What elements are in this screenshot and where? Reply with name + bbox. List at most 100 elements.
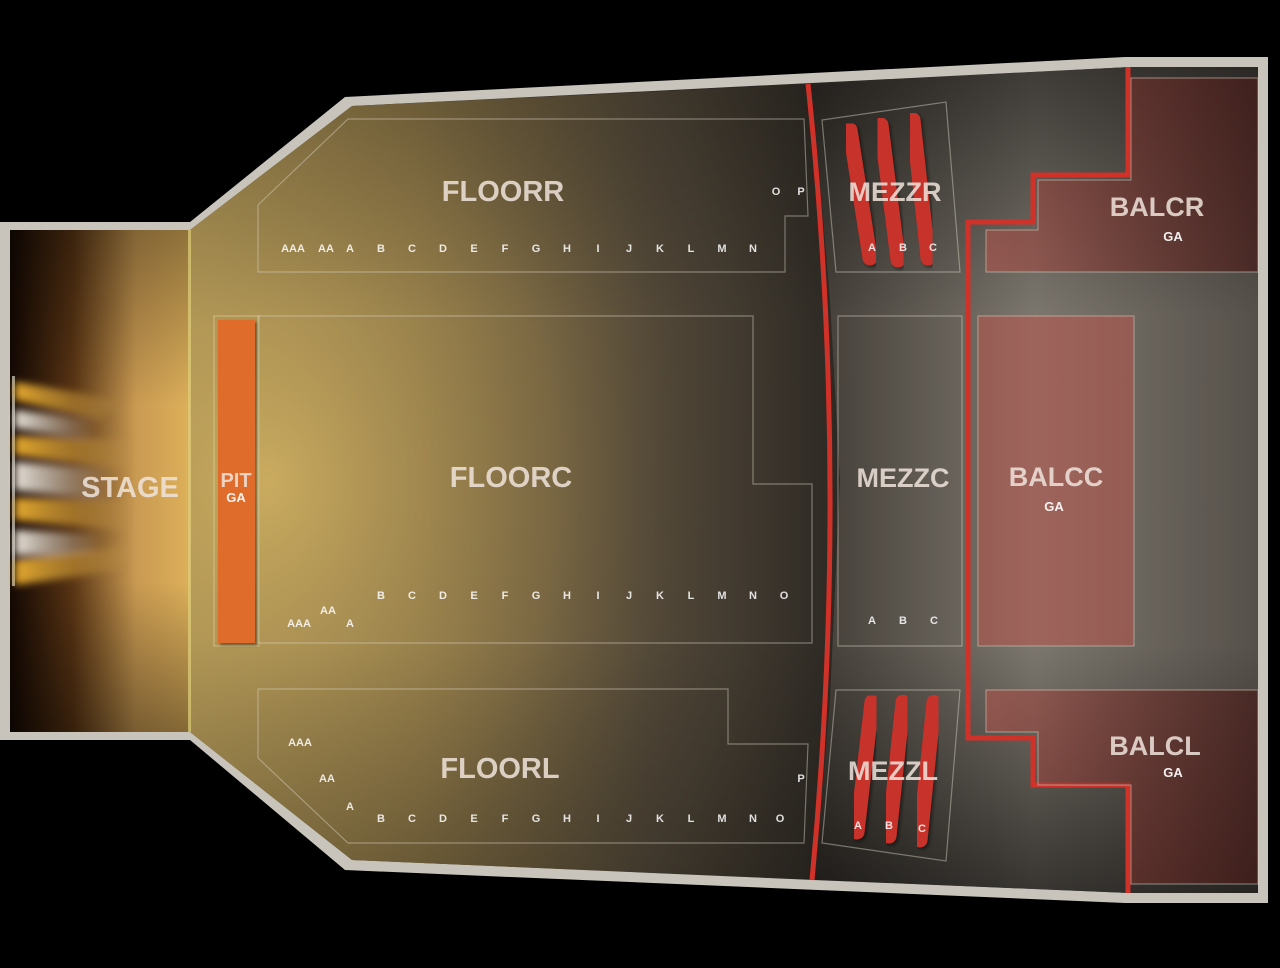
main-floor [190,84,840,880]
seat-row[interactable]: M [716,698,728,837]
seat-row[interactable]: O [778,498,790,609]
row-label: H [563,590,571,602]
seat-row[interactable]: A [344,126,356,268]
row-label: H [563,243,571,255]
row-label: E [470,243,477,255]
seat-row[interactable]: G [530,353,542,609]
seat-row[interactable]: J [623,126,635,268]
seat-row[interactable]: N [747,498,759,609]
seat-row[interactable]: A [849,694,880,840]
row-label: N [749,590,757,602]
seat-row[interactable]: O [770,126,782,211]
seat-row[interactable]: L [685,353,697,609]
seat-row[interactable]: K [654,353,666,609]
seat-row[interactable]: AAA [282,698,312,758]
row-label: C [408,590,416,602]
balcl-label: BALCL [1109,731,1200,761]
row-label: L [688,243,695,255]
seat-row[interactable]: N [747,698,759,837]
seat-row[interactable]: C [406,126,418,268]
seat-row[interactable]: G [530,698,542,837]
seat-row[interactable]: L [685,126,697,268]
seat-row[interactable]: G [530,126,542,268]
seat-row[interactable]: A [344,698,356,823]
seat-row[interactable]: C [406,698,418,837]
seat-row[interactable]: C [905,112,937,266]
seat-row[interactable]: I [592,353,604,609]
row-label: AA [319,773,335,785]
seat-row[interactable]: A [344,326,356,636]
section-balcr[interactable]: BALCR GA [985,77,1259,273]
row-label: A [868,615,876,627]
seat-row[interactable]: I [592,698,604,837]
seat-row[interactable]: AA [311,167,334,268]
seat-row[interactable]: B [892,325,908,636]
row-label: O [776,813,785,825]
section-pit[interactable]: PIT GA [213,315,260,647]
row-label: G [532,813,541,825]
seat-row[interactable]: H [561,353,573,609]
row-label: A [346,801,354,813]
seat-row[interactable]: E [468,698,480,837]
mezzl-label: MEZZL [848,756,938,786]
seat-row[interactable]: AA [311,698,335,795]
seat-row[interactable]: AA [313,326,336,636]
seat-row[interactable]: P [795,753,807,794]
seat-row[interactable]: B [873,117,907,268]
row-label: B [377,243,385,255]
seat-row[interactable]: F [499,126,511,268]
seat-row[interactable]: F [499,353,511,609]
seat-row[interactable]: C [923,325,939,636]
seat-row[interactable]: M [716,353,728,609]
section-balcc[interactable]: BALCC GA [977,315,1135,647]
seat-row[interactable]: L [685,698,697,837]
seat-row[interactable]: E [468,126,480,268]
stage[interactable]: STAGE [10,230,191,732]
seat-row[interactable]: A [861,325,877,636]
balcc-rows [1003,322,1112,634]
seat-row[interactable]: B [375,353,387,609]
seat-row[interactable]: D [437,353,449,609]
seat-row[interactable]: F [499,698,511,837]
row-label: B [899,242,907,254]
balcc-label: BALCC [1009,462,1104,492]
seat-row[interactable]: C [406,353,418,609]
row-label: A [346,243,354,255]
row-label: AA [318,243,334,255]
seat-row[interactable]: K [654,126,666,268]
seat-row[interactable]: E [468,353,480,609]
row-label: M [717,590,726,602]
seat-row[interactable]: B [881,694,911,844]
seat-row[interactable]: K [654,698,666,837]
row-label: O [780,590,789,602]
seat-row[interactable]: H [561,698,573,837]
seat-row[interactable]: D [437,126,449,268]
seat-row[interactable]: I [592,126,604,268]
seat-row[interactable]: O [770,753,785,837]
floorc-label: FLOORC [450,462,572,494]
seat-row[interactable]: B [375,698,387,837]
seat-row[interactable]: M [716,126,728,268]
seat-row[interactable]: N [747,126,759,268]
seat-row[interactable]: C [912,694,942,848]
row-label: B [377,813,385,825]
seat-row[interactable]: B [375,126,387,268]
seat-row[interactable]: AAA [282,326,311,636]
seat-row[interactable]: J [623,353,635,609]
seat-row[interactable]: H [561,126,573,268]
seat-row[interactable]: J [623,698,635,837]
section-balcl[interactable]: BALCL GA [985,689,1259,885]
seat-row[interactable]: P [795,166,807,211]
seat-row[interactable]: A [842,122,878,266]
seat-row[interactable]: D [437,698,449,837]
seat-row[interactable]: AAA [281,206,305,268]
